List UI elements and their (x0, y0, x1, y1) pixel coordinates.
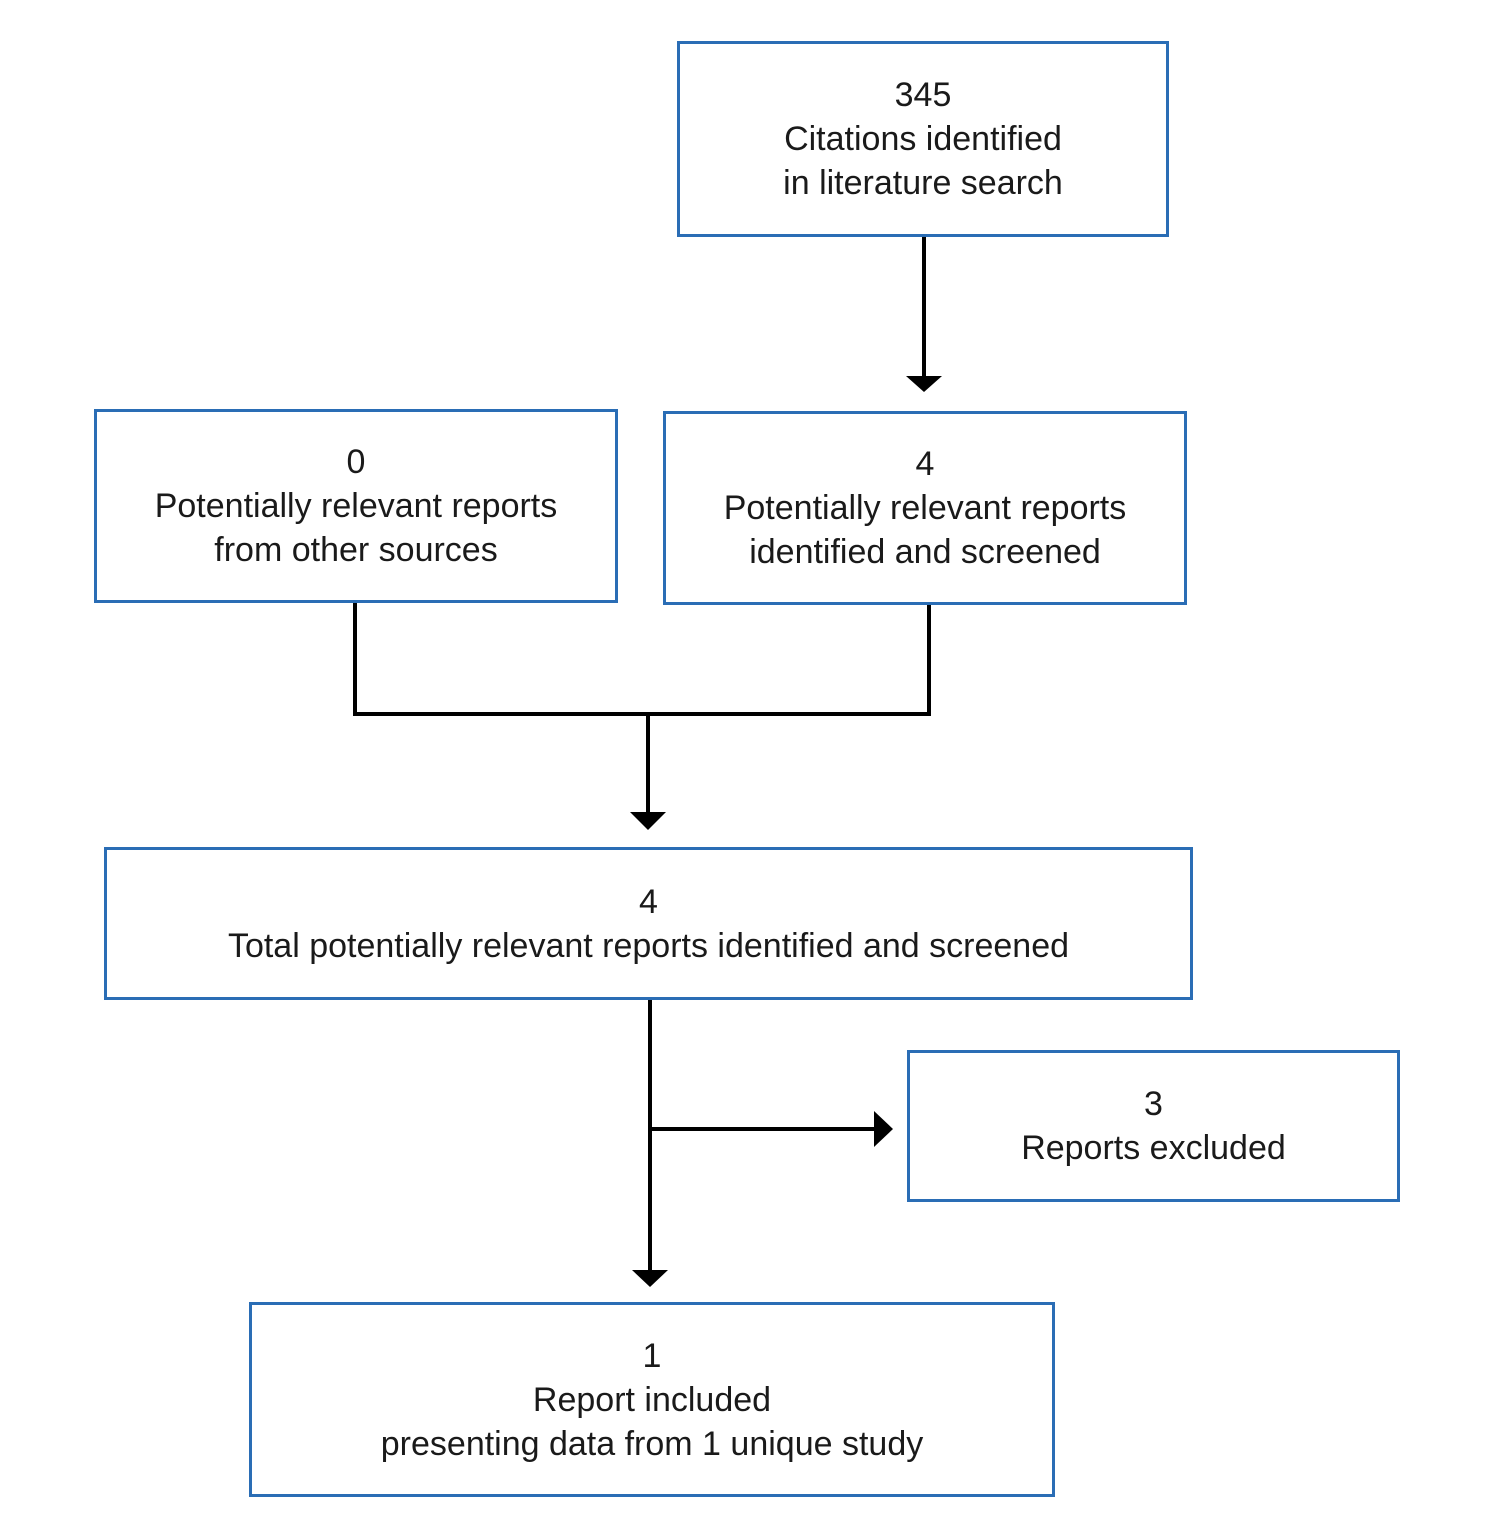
box-count: 4 (915, 445, 935, 483)
report-included-box: 1 Report included presenting data from 1… (249, 1302, 1055, 1497)
arrowhead-down-icon (632, 1270, 668, 1287)
box-label: presenting data from 1 unique study (380, 1424, 924, 1463)
box-count: 3 (1144, 1085, 1163, 1123)
box-label: identified and screened (749, 533, 1101, 571)
box-label: Report included (532, 1380, 772, 1419)
box-label: from other sources (214, 531, 498, 569)
reports-excluded-box: 3 Reports excluded (907, 1050, 1400, 1202)
box-count: 345 (894, 76, 952, 114)
box-label: Potentially relevant reports (723, 489, 1127, 527)
box-count: 4 (639, 882, 658, 921)
box-count: 1 (642, 1336, 662, 1375)
box-label: in literature search (783, 164, 1063, 202)
box-label: Potentially relevant reports (154, 487, 558, 525)
identified-screened-box: 4 Potentially relevant reports identifie… (663, 411, 1187, 605)
total-screened-box: 4 Total potentially relevant reports ide… (104, 847, 1193, 1000)
box-label: Total potentially relevant reports ident… (227, 926, 1070, 965)
other-sources-box: 0 Potentially relevant reports from othe… (94, 409, 618, 603)
citations-identified-box: 345 Citations identified in literature s… (677, 41, 1169, 237)
arrowhead-right-icon (874, 1111, 893, 1147)
box-label: Reports excluded (1021, 1129, 1286, 1167)
arrowhead-down-icon (906, 376, 942, 392)
box-count: 0 (346, 443, 366, 481)
box-label: Citations identified (784, 120, 1062, 158)
arrowhead-down-icon (630, 812, 666, 830)
connector-merge (353, 603, 931, 716)
